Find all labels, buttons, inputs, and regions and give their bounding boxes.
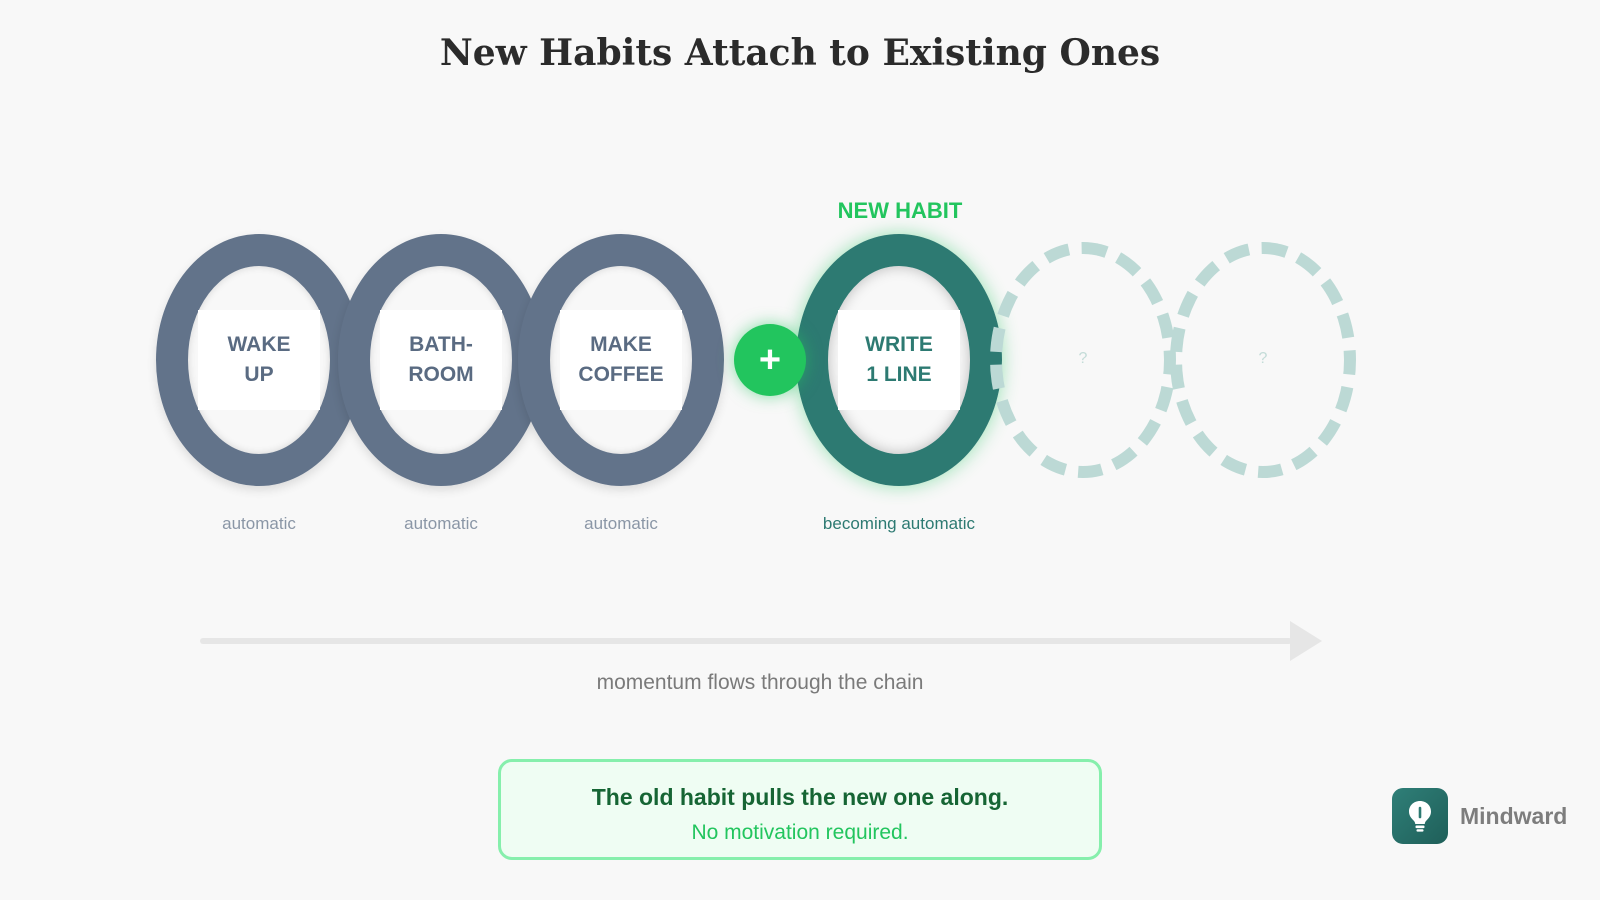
habit-label-line: WRITE	[865, 333, 933, 356]
callout-box: The old habit pulls the new one along. N…	[498, 759, 1102, 860]
habit-status: automatic	[584, 514, 658, 533]
habit-label-line: BATH-	[409, 333, 473, 356]
habit-label-line: WAKE	[227, 333, 291, 356]
habit-label-make-coffee: MAKE COFFEE	[560, 310, 682, 410]
arrow-caption: momentum flows through the chain	[596, 671, 924, 694]
future-link-label: ?	[1258, 350, 1268, 367]
habit-status-new: becoming automatic	[822, 514, 976, 533]
habit-label-wake-up: WAKE UP	[198, 310, 320, 410]
habit-label-line: 1 LINE	[866, 363, 932, 386]
habit-label-line: COFFEE	[578, 363, 664, 386]
habit-label-line: ROOM	[408, 363, 474, 386]
plus-icon: +	[734, 324, 806, 396]
future-link-label: ?	[1078, 350, 1088, 367]
habit-status: automatic	[222, 514, 296, 533]
new-habit-tag: NEW HABIT	[837, 198, 963, 223]
habit-label-bathroom: BATH- ROOM	[380, 310, 502, 410]
page-title: New Habits Attach to Existing Ones	[439, 32, 1161, 74]
callout-main-text: The old habit pulls the new one along.	[591, 784, 1009, 810]
brand-logo: Mindward	[1392, 788, 1567, 844]
brand-name: Mindward	[1460, 802, 1568, 829]
arrow-right-icon	[1290, 621, 1322, 661]
habit-label-line: MAKE	[590, 333, 652, 356]
lightbulb-icon	[1392, 788, 1448, 844]
habit-label-write-1-line: WRITE 1 LINE	[838, 310, 960, 410]
habit-status: automatic	[404, 514, 478, 533]
callout-sub-text: No motivation required.	[691, 821, 909, 844]
habit-label-line: UP	[244, 363, 274, 386]
momentum-arrow-line	[200, 638, 1292, 644]
